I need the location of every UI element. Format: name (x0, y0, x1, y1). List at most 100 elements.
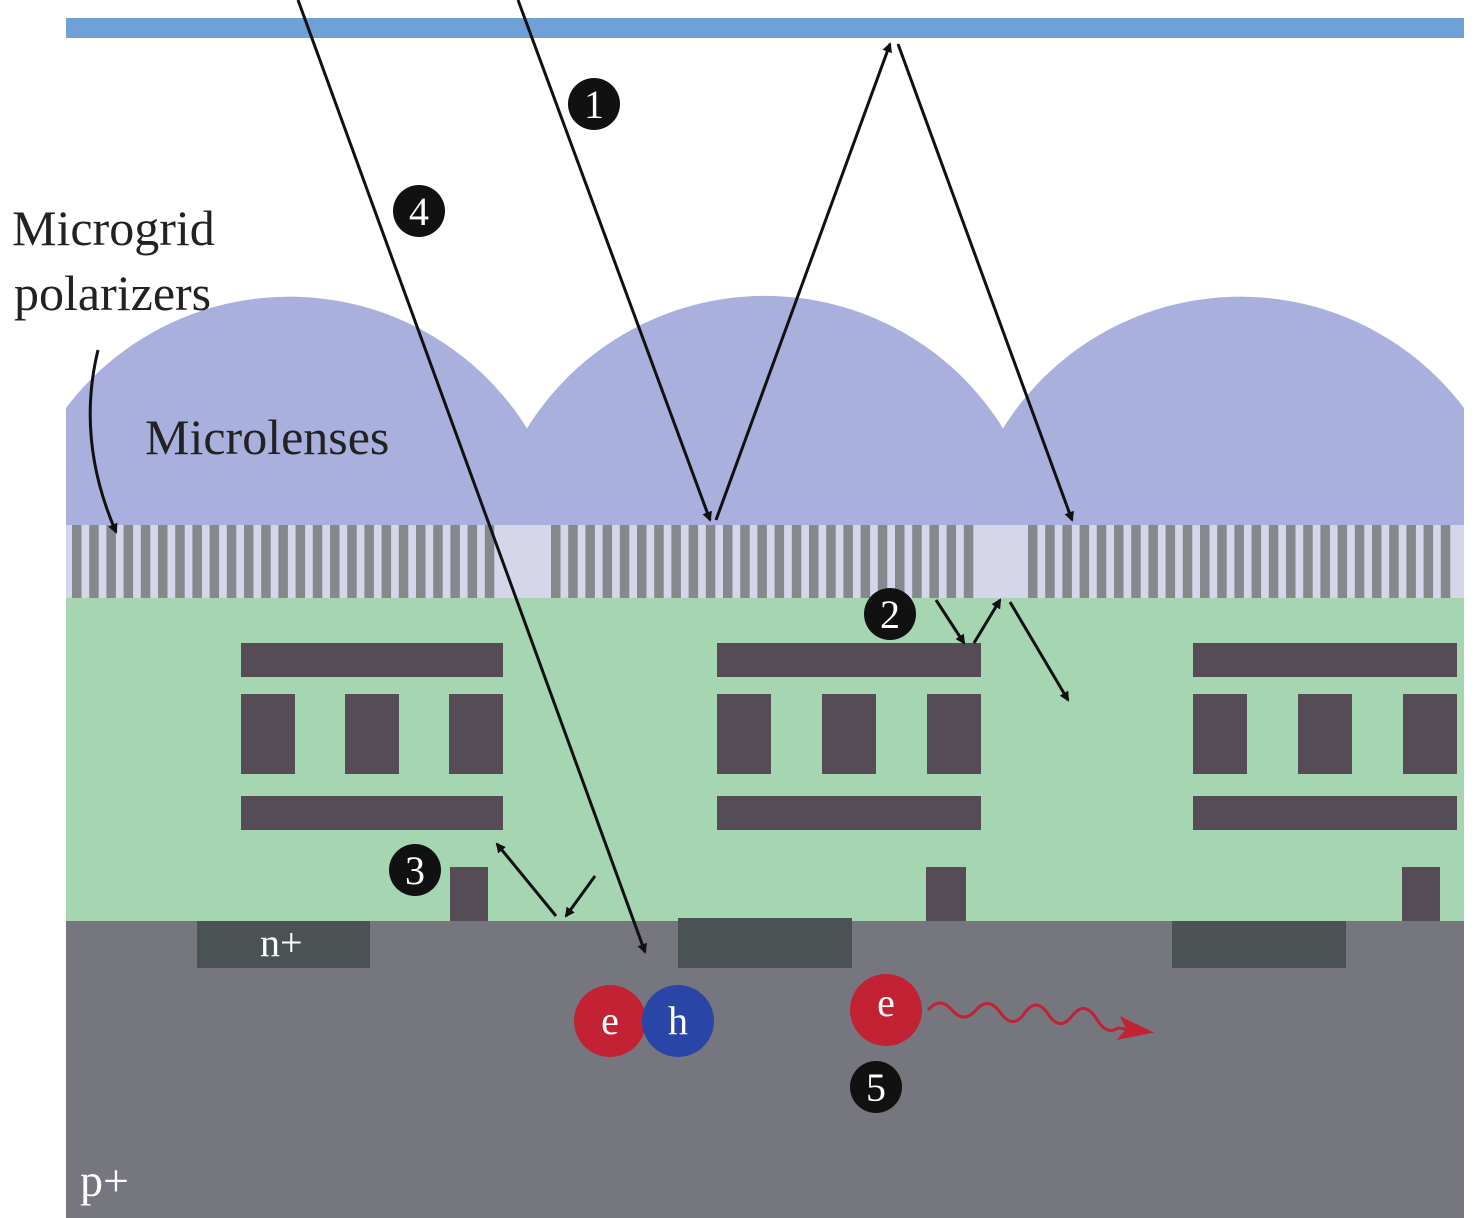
polarizer-wire (1372, 525, 1382, 598)
polarizer-wire (347, 525, 357, 598)
polarizer-wire (1148, 525, 1158, 598)
polarizer-wire (381, 525, 392, 598)
polarizer-wire (1286, 525, 1296, 598)
polarizer-wire (688, 525, 699, 598)
n-well-1 (197, 921, 370, 968)
polarizer-wire (140, 525, 151, 598)
polarizer-wire (619, 525, 630, 598)
polarizer-wire (433, 525, 443, 598)
svg-text:e: e (601, 998, 619, 1043)
polarizer-wire (244, 525, 254, 598)
ray-1-reflect-up (714, 42, 892, 521)
hole (642, 985, 714, 1057)
svg-text:3: 3 (405, 848, 425, 893)
polarizer-wire (261, 525, 271, 598)
polarizer-wire (877, 525, 888, 598)
metal-interconnects (241, 643, 1457, 921)
microlens-3 (1002, 296, 1464, 530)
svg-text:1: 1 (584, 82, 604, 127)
polarizer-wire (295, 525, 306, 598)
polarizer-wire (826, 525, 836, 598)
polarizer-wire (1389, 525, 1399, 598)
polarizer-wire (416, 525, 426, 598)
microlens-1 (66, 296, 528, 530)
polarizer-wire (1096, 525, 1107, 598)
svg-text:4: 4 (409, 189, 429, 234)
polarizer-wire (330, 525, 340, 598)
microgrid-label-line1: Microgrid (12, 200, 215, 256)
polarizer-wire (929, 525, 939, 598)
electron (574, 985, 646, 1057)
polarizer-wire (398, 525, 409, 598)
polarizer-wire (740, 525, 750, 598)
microlens-2 (526, 295, 1004, 530)
polarizer-wire (946, 525, 957, 598)
polarizer-wire (757, 525, 767, 598)
polarizer-wire (484, 525, 495, 598)
polarizer-wire (467, 525, 478, 598)
p-plus-label: p+ (80, 1155, 129, 1206)
polarizer-wire (1028, 525, 1038, 598)
light-rays (296, 0, 1074, 954)
polarizer-wire (774, 525, 785, 598)
polarizer-wire (226, 525, 237, 598)
polarizer-wire (1320, 525, 1330, 598)
ray-2-scatter (1008, 601, 1070, 702)
polarizer-wire (158, 525, 168, 598)
polarizer-wire (123, 525, 134, 598)
polarizer-wire (843, 525, 853, 598)
diffusing-electron: e (850, 974, 1154, 1046)
polarizer-wire (791, 525, 802, 598)
polarizer-wire (1182, 525, 1193, 598)
polarizer-wire (568, 525, 578, 598)
polarizer-wire (1337, 525, 1348, 598)
polarizer-wire (1406, 525, 1416, 598)
polarizer-wire (723, 525, 733, 598)
polarizer-wire (654, 525, 664, 598)
ray-2-down (934, 599, 966, 645)
badge-5: 5 (850, 1061, 902, 1113)
cover-glass (66, 18, 1464, 38)
metal-stack-2 (717, 643, 981, 921)
polarizer-wire (963, 525, 974, 598)
n-well-3 (1172, 921, 1346, 968)
polarizer-wire (1079, 525, 1090, 598)
polarizer-wire (912, 525, 922, 598)
polarizer-wires (72, 525, 1451, 598)
badge-3: 3 (389, 844, 441, 896)
ray-1-reflect-down (896, 43, 1074, 522)
ray-3-up (495, 842, 558, 917)
p-substrate (66, 921, 1464, 1218)
microlenses-label: Microlenses (145, 409, 389, 465)
electron-hole-pair: e h (574, 985, 714, 1057)
svg-text:2: 2 (880, 592, 900, 637)
polarizer-wire (312, 525, 323, 598)
polarizer-wire (175, 525, 185, 598)
polarizer-wire (209, 525, 220, 598)
polarizer-wire (89, 525, 99, 598)
ray-3-down (564, 875, 597, 918)
polarizer-wire (1045, 525, 1055, 598)
polarizer-wire (1114, 525, 1124, 598)
polarizer-wire (895, 525, 905, 598)
polarizer-wire (364, 525, 374, 598)
ray-4 (296, 0, 647, 954)
polarizer-wire (1268, 525, 1279, 598)
polarizer-wire (106, 525, 116, 598)
polarizer-wire (1131, 525, 1141, 598)
polarizer-wire (450, 525, 460, 598)
polarizer-wire (705, 525, 716, 598)
polarizer-wire (192, 525, 202, 598)
polarizer-wire (1354, 525, 1365, 598)
polarizer-pointer-arrow (88, 349, 118, 534)
n-plus-label: n+ (260, 920, 303, 965)
polarizer-wire (1165, 525, 1176, 598)
microgrid-label-line2: polarizers (14, 265, 211, 321)
polarizer-wire (1251, 525, 1262, 598)
badge-1: 1 (568, 78, 620, 130)
microlens-array (66, 295, 1464, 530)
ray-2-up (972, 598, 1002, 644)
badge-4: 4 (393, 185, 445, 237)
polarizer-wire (551, 525, 561, 598)
